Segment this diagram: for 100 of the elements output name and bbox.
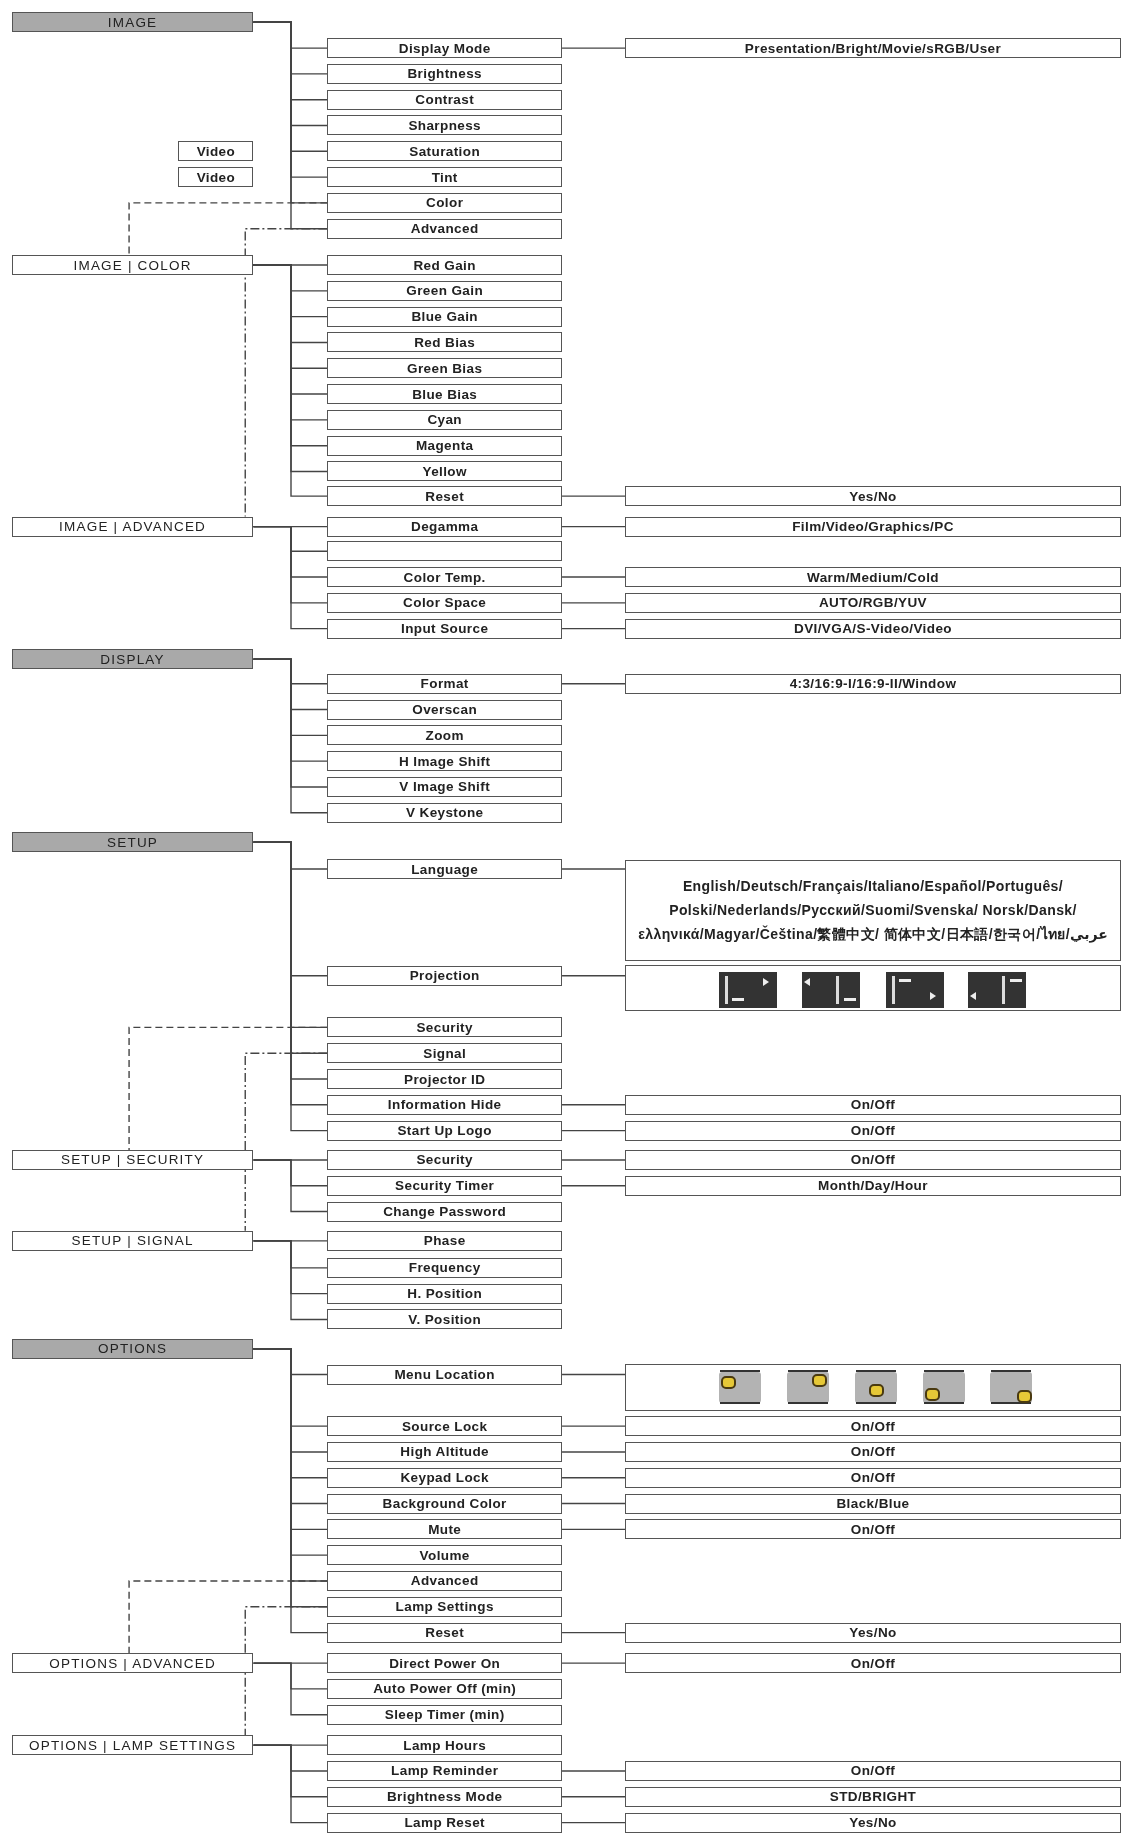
connector-line	[561, 1425, 627, 1427]
connector-line	[561, 1159, 627, 1161]
menu-item-box: Keypad Lock	[327, 1467, 563, 1488]
connector-line	[561, 1528, 627, 1531]
menu-item-box: Signal	[327, 1043, 563, 1064]
menu-item-box: Input Source	[327, 618, 563, 639]
connector-line	[252, 525, 329, 630]
option-values-box: Yes/No	[625, 1812, 1121, 1833]
menu-title-box: OPTIONS | ADVANCED	[11, 1653, 254, 1674]
connector-line	[244, 228, 329, 518]
menu-item-box: Cyan	[327, 409, 563, 430]
menu-item-box: Green Gain	[327, 280, 563, 301]
menu-item-box: Change Password	[327, 1201, 563, 1222]
connector-line	[561, 1662, 627, 1664]
menu-title-box: IMAGE	[11, 12, 254, 33]
connector-line	[561, 602, 627, 604]
video-tag-box: Video	[178, 141, 254, 162]
menu-item-box: Green Bias	[327, 358, 563, 379]
connector-line	[561, 868, 627, 870]
menu-item-box: Overscan	[327, 699, 563, 720]
connector-line	[244, 1606, 329, 1736]
menu-item-box: H Image Shift	[327, 751, 563, 772]
connector-line	[128, 202, 329, 256]
option-values-box: Month/Day/Hour	[625, 1175, 1121, 1196]
menu-item-box: Lamp Settings	[327, 1596, 563, 1617]
menu-item-box: Frequency	[327, 1257, 563, 1278]
connector-line	[561, 576, 627, 578]
menu-title-box: SETUP	[11, 832, 254, 853]
menu-item-box: Lamp Reset	[327, 1812, 563, 1833]
option-values-box: DVI/VGA/S-Video/Video	[625, 618, 1121, 639]
option-values-box: Warm/Medium/Cold	[625, 567, 1121, 588]
menu-title-box: OPTIONS | LAMP SETTINGS	[11, 1735, 254, 1756]
connector-line	[561, 1502, 627, 1505]
option-values-box: Film/Video/Graphics/PC	[625, 516, 1121, 537]
menu-item-box: Format	[327, 673, 563, 694]
menu-item-box: Display Mode	[327, 38, 563, 59]
menu-item-box: Mute	[327, 1519, 563, 1540]
option-values-box: English/Deutsch/Français/Italiano/Español/Português/ Polski/Nederlands/Русский/Suomi/Svenska/ Norsk/Dansk/ελληνικά/Magyar/Čeština/繁體中文/ 简体中文/日本語/한국어/ไทย/عربي	[625, 859, 1121, 961]
connector-line	[561, 1477, 627, 1479]
menu-item-box: Advanced	[327, 218, 563, 239]
menu-item-box: Reset	[327, 486, 563, 507]
menu-item-box: Language	[327, 859, 563, 880]
menu-item-box: Yellow	[327, 461, 563, 482]
connector-line	[561, 1185, 627, 1187]
menu-title-box: IMAGE | ADVANCED	[11, 516, 254, 537]
menu-item-box: Projection	[327, 965, 563, 986]
menu-title-box: IMAGE | COLOR	[11, 255, 254, 276]
menu-title-box: SETUP | SECURITY	[11, 1149, 254, 1170]
menu-item-box: Zoom	[327, 725, 563, 746]
menu-item-box: Reset	[327, 1622, 563, 1643]
menu-item-box: Volume	[327, 1545, 563, 1566]
menu-item-box: Sleep Timer (min)	[327, 1704, 563, 1725]
menu-title-box: SETUP | SIGNAL	[11, 1230, 254, 1251]
connector-line	[561, 975, 627, 977]
menu-item-box: Security Timer	[327, 1175, 563, 1196]
menu-title-box: OPTIONS	[11, 1338, 254, 1359]
connector-line	[561, 1796, 627, 1798]
option-values-box: Yes/No	[625, 1622, 1121, 1643]
option-values-box: 4:3/16:9-I/16:9-II/Window	[625, 673, 1121, 694]
connector-line	[252, 658, 329, 814]
menu-item-box: Menu Location	[327, 1364, 563, 1385]
option-box	[625, 965, 1121, 1011]
menu-item-box: Background Color	[327, 1493, 563, 1514]
connector-line	[561, 1104, 627, 1106]
menu-item-box: Blue Gain	[327, 306, 563, 327]
menu-item-box: Magenta	[327, 435, 563, 456]
menu-item-box: Sharpness	[327, 115, 563, 136]
connector-line	[128, 1580, 329, 1654]
connector-line	[561, 1821, 627, 1824]
menu-item-box: Color Space	[327, 592, 563, 613]
menu-item-box: Source Lock	[327, 1416, 563, 1437]
option-values-box: On/Off	[625, 1519, 1121, 1540]
connector-line	[561, 1451, 627, 1453]
option-values-box: Yes/No	[625, 486, 1121, 507]
menu-item-box: Blue Bias	[327, 384, 563, 405]
option-values-box: STD/BRIGHT	[625, 1786, 1121, 1807]
option-box	[327, 541, 563, 562]
menu-item-box: Information Hide	[327, 1094, 563, 1115]
menu-item-box: Red Bias	[327, 332, 563, 353]
connector-line	[561, 1631, 627, 1634]
menu-title-box: DISPLAY	[11, 649, 254, 670]
connector-line	[561, 627, 627, 630]
option-values-box: On/Off	[625, 1094, 1121, 1115]
menu-item-box: Brightness	[327, 63, 563, 84]
connector-line	[561, 495, 627, 497]
option-values-box: Black/Blue	[625, 1493, 1121, 1514]
menu-item-box: Red Gain	[327, 255, 563, 276]
connector-line	[561, 1770, 627, 1772]
menu-item-box: Lamp Hours	[327, 1735, 563, 1756]
video-tag-box: Video	[178, 167, 254, 188]
menu-item-box: Phase	[327, 1230, 563, 1251]
connector-line	[561, 1373, 627, 1376]
menu-item-box: Auto Power Off (min)	[327, 1678, 563, 1699]
menu-item-box: Degamma	[327, 516, 563, 537]
menu-item-box: Brightness Mode	[327, 1786, 563, 1807]
connector-line	[252, 1662, 329, 1716]
connector-line	[561, 683, 627, 685]
connector-line	[244, 1052, 329, 1232]
menu-item-box: Security	[327, 1149, 563, 1170]
menu-item-box: Projector ID	[327, 1069, 563, 1089]
